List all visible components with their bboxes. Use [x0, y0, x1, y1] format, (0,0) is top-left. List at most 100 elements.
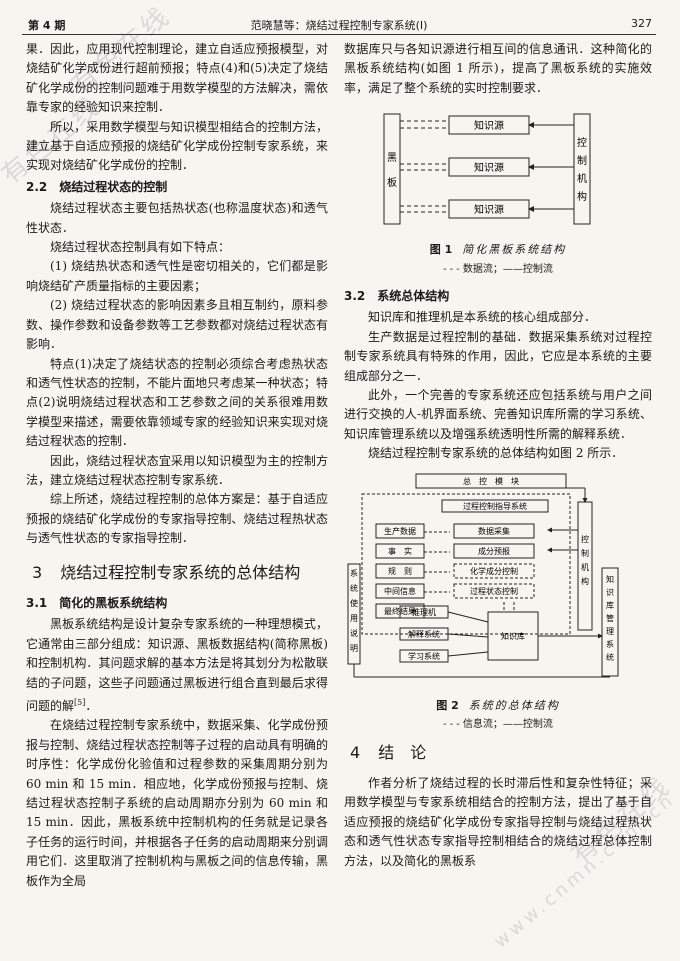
blackboard-label: 板 [387, 176, 397, 189]
guide-system-box [441, 499, 549, 513]
page-header: 第 4 期 范晓慧等：烧结过程控制专家系统(Ⅰ) 327 [22, 14, 656, 35]
paragraph: 黑板系统结构是设计复杂专家系统的一种理想模式，它通常由三部分组成：知识源、黑板数… [26, 615, 328, 716]
figure-title: 简化黑板系统结构 [462, 243, 567, 257]
chapter-title: 烧结过程控制专家系统的总体结构 [60, 562, 301, 582]
subsystem-label: 成分预报 [478, 546, 510, 556]
citation: [5] [74, 698, 86, 707]
subsystem-box [453, 583, 535, 599]
vertical-label-char: 使 [350, 598, 358, 608]
control-box [573, 113, 591, 225]
paragraph: 综上所述，烧结过程控制的总体方案是：基于自适应预报的烧结矿化学成份的专家指导控制… [26, 492, 328, 546]
paragraph-text: 黑板系统结构是设计复杂专家系统的一种理想模式，它通常由三部分组成：知识源、黑板数… [26, 617, 328, 713]
chapter-number: 4 [350, 742, 361, 762]
running-title: 范晓慧等：烧结过程控制专家系统(Ⅰ) [250, 19, 428, 32]
section-heading: 3.2 系统总体结构 [344, 289, 450, 304]
section-heading: 2.2 烧结过程状态的控制 [26, 179, 168, 194]
figure-legend: - - - 信息流；——控制流 [443, 719, 553, 731]
subsystem-box [453, 523, 535, 539]
blackboard-data-box [375, 583, 425, 599]
blackboard-diagram: 黑 板 控制机构 知识源 知识源 知识源 [383, 113, 591, 225]
vertical-label-char: 理 [606, 627, 614, 636]
paragraph: 知识库和推理机是本系统的核心组成部分． [368, 310, 597, 325]
paragraph: 所以，采用数学模型与知识模型相结合的控制方法，建立基于自适应预报的烧结矿化学成份… [26, 119, 328, 173]
issue-number: 第 4 期 [28, 19, 66, 32]
right-column: 数据库只与各知识源进行相互间的信息通讯．这种简化的黑板系统结构(如图 1 所示)… [344, 40, 652, 871]
master-module-box [415, 473, 567, 489]
blackboard-label-char2: 板 [387, 176, 397, 189]
control-flow-lines [528, 122, 574, 213]
paragraph: (2) 烧结过程状态的影响因素多且相互制约，原料参数、操作参数和设备参数等工艺参… [26, 298, 328, 352]
paragraph: (1) 烧结热状态和透气性是密切相关的，它们都是影响烧结矿产质量指标的主要因素； [26, 259, 328, 293]
info-flow-lines [424, 531, 515, 612]
paragraph: 烧结过程状态主要包括热状态(也称温度状态)和透气性状态． [26, 201, 328, 235]
vertical-label-char: 系 [606, 639, 614, 649]
chapter-title: 结 论 [378, 742, 427, 762]
paragraph: 作者分析了烧结过程的长时滞后性和复杂性特征；采用数学模型与专家系统相结合的控制方… [344, 775, 652, 868]
paragraph: 烧结过程状态控制具有如下特点： [50, 240, 231, 255]
figure-2: 总 控 模 块 过程控制指导系统 生产数据事 实规 则中间信息最终结果 数据采集… [344, 472, 652, 735]
blackboard-data-label: 规 则 [388, 566, 412, 576]
vertical-label-char: 用 [350, 614, 358, 623]
left-column: 果．因此，应用现代控制理论，建立自适应预报模型，对烧结矿化学成份进行超前预报；特… [26, 40, 328, 891]
blackboard-data-box [375, 543, 425, 559]
paragraph: 烧结过程控制专家系统的总体结构如图 2 所示． [368, 446, 624, 461]
paragraph: 在烧结过程控制专家系统中，数据采集、化学成份预报与控制、烧结过程状态控制等子过程… [26, 718, 328, 888]
vertical-label-char: 制 [577, 154, 587, 167]
blackboard-data-label: 事 实 [388, 546, 412, 556]
vertical-label-char: 制 [581, 548, 589, 558]
system-boundary [361, 493, 571, 635]
subsystem-box [453, 563, 535, 579]
subsystem-box [453, 543, 535, 559]
figure-caption: 图 1 简化黑板系统结构 [344, 240, 652, 259]
kb-management-label: 知识库管理系统 [606, 574, 614, 662]
inference-engine-label: 推理机 [412, 607, 436, 617]
chapter-heading: 3 烧结过程控制专家系统的总体结构 [32, 563, 328, 582]
knowledge-source-label: 知识源 [474, 119, 504, 132]
explain-system-label: 解释系统 [408, 629, 440, 639]
blackboard-label-char1: 黑 [387, 152, 397, 164]
chapter-heading: 4 结 论 [350, 743, 652, 762]
paragraph-text: ． [85, 699, 98, 713]
vertical-label-char: 控 [577, 136, 587, 149]
blackboard-data-box [375, 523, 425, 539]
figure-legend: - - - 数据流；——控制流 [443, 263, 553, 275]
vertical-label-char: 系 [350, 568, 358, 578]
paragraph: 特点(1)决定了烧结状态的控制必须综合考虑热状态和透气性状态的控制，不能片面地只… [26, 356, 328, 449]
blackboard-data-box [375, 563, 425, 579]
data-flow-lines [400, 120, 449, 213]
section-heading: 3.1 简化的黑板系统结构 [26, 595, 168, 610]
knowledge-base-label: 知识库 [501, 631, 525, 641]
blackboard-data-label: 中间信息 [384, 586, 416, 596]
paragraph: 果．因此，应用现代控制理论，建立自适应预报模型，对烧结矿化学成份进行超前预报；特… [26, 42, 328, 115]
vertical-label-char: 统 [350, 583, 358, 593]
vertical-label-char: 统 [606, 652, 614, 662]
blackboard-box [383, 113, 401, 225]
vertical-label-char: 库 [606, 600, 614, 610]
figure-1: 黑 板 控制机构 知识源 知识源 知识源 图 1 简化黑板系统结构 - - - 数… [344, 106, 652, 279]
figure-number: 图 2 [436, 698, 459, 712]
figure-number: 图 1 [429, 243, 453, 257]
vertical-label-char: 构 [581, 576, 589, 586]
vertical-label-char: 管 [606, 613, 614, 623]
figure-title: 系统的总体结构 [468, 698, 560, 712]
figure-caption: 图 2 系统的总体结构 [344, 696, 652, 715]
vertical-label-char: 机 [581, 562, 589, 572]
master-module-label: 总 控 模 块 [463, 476, 519, 486]
paragraph: 生产数据是过程控制的基础．数据采集系统对过程控制专家系统具有特殊的作用，因此，它… [344, 329, 652, 383]
paragraph: 数据库只与各知识源进行相互间的信息通讯．这种简化的黑板系统结构(如图 1 所示)… [344, 42, 652, 95]
kb-management-box [601, 567, 619, 677]
knowledge-source-label: 知识源 [474, 203, 504, 216]
blackboard-data-label: 生产数据 [384, 526, 416, 536]
vertical-label-char: 知 [606, 574, 614, 584]
knowledge-source-label: 知识源 [474, 161, 504, 174]
page-number: 327 [631, 17, 652, 30]
chapter-number: 3 [32, 562, 43, 582]
blackboard-label: 黑 [387, 152, 397, 164]
vertical-label-char: 控 [581, 534, 589, 544]
control-label: 控制机构 [581, 534, 589, 586]
guide-system-label: 过程控制指导系统 [463, 501, 527, 511]
